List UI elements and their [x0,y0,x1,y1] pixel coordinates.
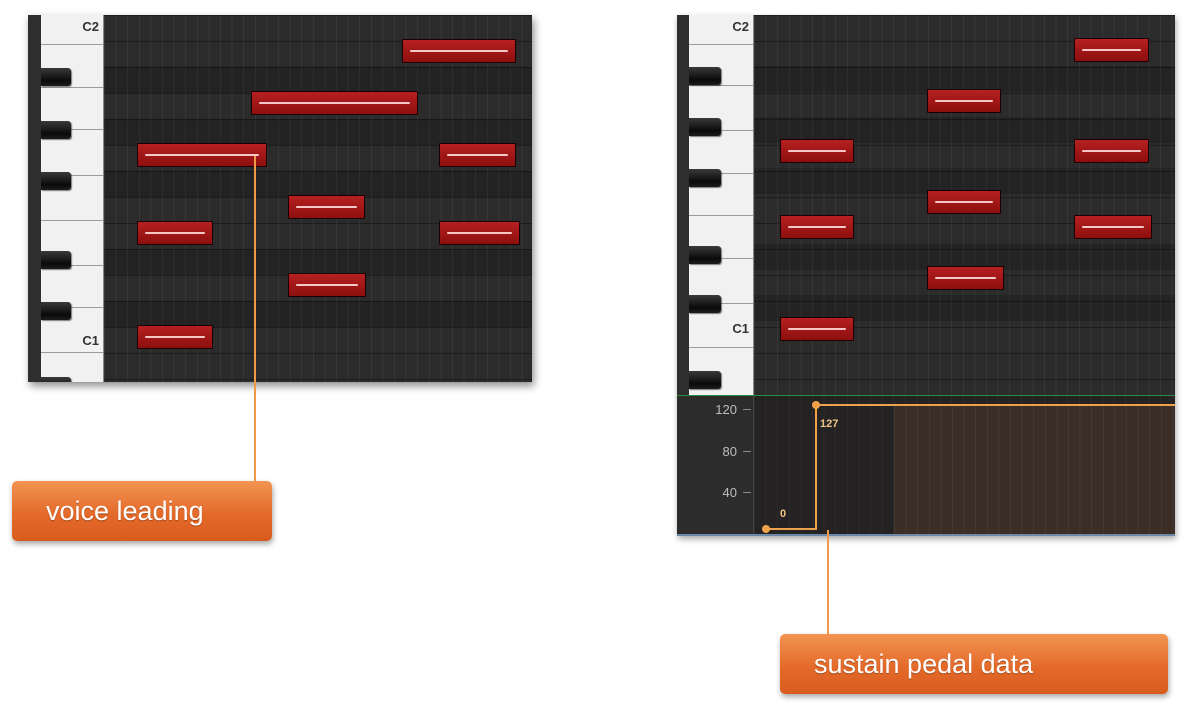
controller-bottom-border [677,534,1175,536]
white-key-divider [41,129,103,130]
callout-leader-voice-leading [254,156,256,482]
white-key-divider [689,173,753,174]
midi-note[interactable] [402,39,516,63]
controller-data-area[interactable]: 0 127 [754,396,1175,536]
controller-point-off[interactable] [762,525,770,533]
callout-voice-leading: voice leading [12,481,272,541]
callout-voice-leading-text: voice leading [46,495,204,526]
tick-label-80: 80 [722,444,737,459]
octave-label-c1: C1 [82,333,99,348]
black-key[interactable] [41,68,71,86]
white-key-divider [41,175,103,176]
black-key[interactable] [689,169,721,187]
black-key[interactable] [41,172,71,190]
grid-lane-black-key [754,168,1175,194]
midi-note[interactable] [137,325,213,349]
white-key-divider [689,215,753,216]
black-key[interactable] [41,251,71,269]
grid-lane-black-key [104,171,532,197]
controller-value-127: 127 [820,418,839,430]
white-key-divider [41,352,103,353]
octave-label-c2: C2 [82,19,99,34]
controller-line-step [815,404,817,530]
black-key[interactable] [689,371,721,389]
midi-note[interactable] [288,273,366,297]
controller-point-on[interactable] [812,401,820,409]
controller-value-0: 0 [780,508,787,520]
white-key-divider [41,44,103,45]
black-key[interactable] [41,377,71,382]
white-key-divider [41,220,103,221]
tick-mark [743,451,751,452]
midi-note[interactable] [137,221,213,245]
midi-note[interactable] [927,266,1004,290]
note-grid[interactable] [104,15,532,382]
callout-leader-sustain-pedal [827,530,829,636]
white-key-divider [689,85,753,86]
midi-note[interactable] [927,190,1001,214]
white-key-divider [689,44,753,45]
midi-note[interactable] [439,221,520,245]
grid-lane-black-key [754,295,1175,321]
white-key-divider [41,87,103,88]
midi-note[interactable] [780,215,854,239]
midi-note[interactable] [137,143,267,167]
white-key-divider [41,265,103,266]
grid-lane-black-key [754,244,1175,270]
white-key-divider [689,303,753,304]
black-key[interactable] [41,302,71,320]
black-key[interactable] [41,121,71,139]
controller-line-off [765,528,817,530]
midi-note[interactable] [927,89,1001,113]
midi-note[interactable] [1074,215,1152,239]
midi-note[interactable] [439,143,516,167]
octave-label-c1: C1 [732,321,749,336]
midi-note[interactable] [780,317,854,341]
black-key[interactable] [689,67,721,85]
black-key[interactable] [689,246,721,264]
grid-lane-black-key [754,66,1175,92]
controller-line-on [815,404,1175,406]
midi-note[interactable] [251,91,418,115]
midi-note[interactable] [1074,38,1149,62]
tick-mark [743,409,751,410]
tick-label-120: 120 [715,402,737,417]
octave-label-c2: C2 [732,19,749,34]
midi-note[interactable] [288,195,365,219]
tick-mark [743,492,751,493]
midi-note[interactable] [780,139,854,163]
white-key-divider [41,307,103,308]
grid-lane-black-key [104,249,532,275]
controller-lane[interactable]: 120 80 40 0 127 [677,395,1175,536]
sustain-on-region [894,404,1175,534]
grid-lane-black-key [104,301,532,327]
panel-edge-strip [28,15,41,382]
piano-roll-right: C2 C1 120 80 40 [677,15,1175,536]
grid-lane-black-key [104,119,532,145]
callout-sustain-pedal-text: sustain pedal data [814,648,1034,679]
white-key-divider [689,258,753,259]
black-key[interactable] [689,118,721,136]
white-key-divider [689,130,753,131]
white-key-divider [689,347,753,348]
grid-lane-black-key [754,117,1175,143]
midi-note[interactable] [1074,139,1149,163]
black-key[interactable] [689,295,721,313]
grid-lane-black-key [104,67,532,93]
callout-sustain-pedal: sustain pedal data [780,634,1168,694]
controller-value-scale: 120 80 40 [677,396,754,536]
piano-keyboard[interactable]: C2 C1 [41,15,104,382]
tick-label-40: 40 [722,485,737,500]
piano-roll-left: C2 C1 [28,15,532,382]
piano-keyboard[interactable]: C2 C1 [689,15,754,395]
